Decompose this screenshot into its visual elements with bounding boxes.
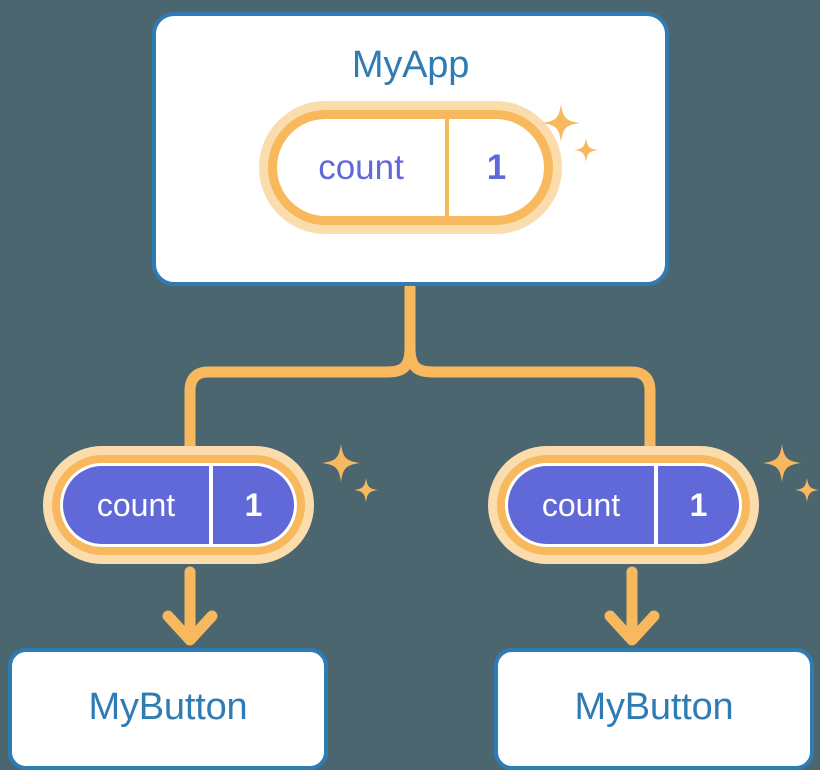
sparkle-four-point-large-icon [322, 444, 360, 482]
arrow-down-right [604, 566, 660, 646]
state-key-label: count [63, 466, 213, 544]
sparkle-four-point-large-icon [763, 444, 801, 482]
component-title-mybutton-right: MyButton [574, 686, 734, 728]
state-pill-inner: count 1 [508, 466, 739, 544]
sparkle-four-point-small-icon [795, 478, 819, 502]
state-pill-child-left[interactable]: count 1 [52, 455, 305, 555]
component-card-mybutton-left[interactable]: MyButton [8, 648, 328, 770]
state-pill-body: count 1 [268, 110, 553, 225]
tree-branch-connector [184, 280, 656, 461]
state-value-label: 1 [486, 148, 507, 187]
arrow-down-left [162, 566, 218, 646]
state-value-label: 1 [244, 487, 263, 523]
state-pill-myapp[interactable]: count 1 [268, 110, 553, 225]
state-pill-inner: count 1 [63, 466, 294, 544]
sparkle-decoration-right [757, 440, 820, 515]
sparkle-decoration-left [316, 440, 382, 515]
state-pill-child-right[interactable]: count 1 [497, 455, 750, 555]
state-pill-body: count 1 [497, 455, 750, 555]
state-pill-body: count 1 [52, 455, 305, 555]
component-title-mybutton-left: MyButton [88, 686, 248, 728]
component-card-mybutton-right[interactable]: MyButton [494, 648, 814, 770]
state-value-label: 1 [689, 487, 708, 523]
component-title-myapp: MyApp [351, 44, 470, 86]
sparkle-four-point-small-icon [354, 478, 378, 502]
state-key-label: count [508, 466, 658, 544]
state-key-label: count [277, 119, 449, 216]
